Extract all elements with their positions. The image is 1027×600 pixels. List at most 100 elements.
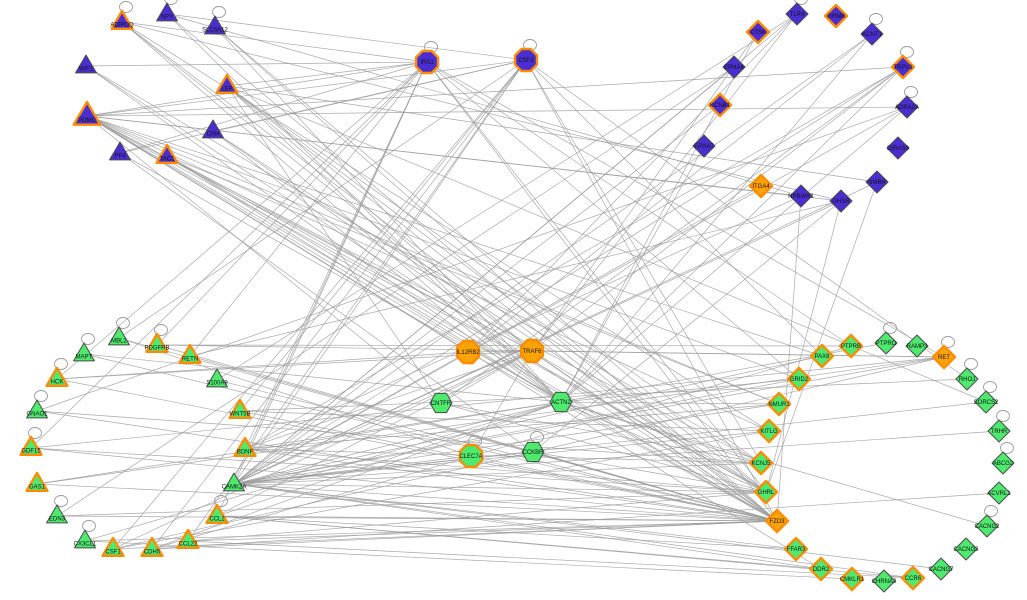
- node-group-ADRA2A[interactable]: ADRA2A: [895, 95, 919, 119]
- node-group-IRS1[interactable]: IRS1: [414, 49, 440, 75]
- node-WNT5B[interactable]: [228, 398, 252, 420]
- node-PTPRB[interactable]: [838, 333, 864, 359]
- node-DIRAS3[interactable]: [886, 136, 910, 160]
- node-KCNB1[interactable]: [707, 92, 733, 118]
- node-group-GHSR[interactable]: GHSR: [829, 189, 853, 213]
- node-group-PTPRB[interactable]: PTPRB: [838, 333, 864, 359]
- node-group-KITLG[interactable]: KITLG: [756, 418, 782, 444]
- node-ACTN2[interactable]: [549, 391, 573, 413]
- node-EDN3[interactable]: [46, 504, 68, 524]
- node-MAPT[interactable]: [73, 342, 95, 362]
- node-CACNG7[interactable]: [929, 557, 953, 581]
- node-TLR4[interactable]: [785, 2, 809, 26]
- node-group-EPHA7[interactable]: EPHA7: [692, 134, 716, 158]
- node-group-ACTN2[interactable]: ACTN2: [549, 391, 573, 413]
- node-ADRA2A[interactable]: [895, 95, 919, 119]
- node-CSF2[interactable]: [513, 47, 539, 73]
- node-PAX8[interactable]: [809, 343, 835, 369]
- node-KCNJ5[interactable]: [748, 450, 774, 476]
- node-SORCS2[interactable]: [974, 390, 998, 414]
- node-GAS1[interactable]: [25, 471, 49, 493]
- node-EPHA4[interactable]: [722, 55, 746, 79]
- node-group-WNT5B[interactable]: WNT5B: [228, 398, 252, 420]
- node-group-CSF2[interactable]: CSF2: [513, 47, 539, 73]
- node-CDH5[interactable]: [140, 536, 164, 558]
- node-group-POMC[interactable]: POMC: [72, 100, 102, 126]
- node-FFAR3[interactable]: [783, 536, 809, 562]
- node-RHOJ[interactable]: [955, 367, 979, 391]
- node-CTSK[interactable]: [745, 19, 771, 45]
- node-PF4[interactable]: [109, 141, 131, 161]
- node-group-GDF15[interactable]: GDF15: [19, 435, 43, 457]
- node-SLC6A12[interactable]: [204, 15, 226, 35]
- node-TAC1[interactable]: [155, 143, 179, 165]
- node-group-CACNG7[interactable]: CACNG7: [928, 557, 954, 581]
- node-group-TRHR[interactable]: TRHR: [987, 419, 1011, 443]
- node-group-GHRL[interactable]: GHRL: [753, 479, 779, 505]
- node-group-CNTFR[interactable]: CNTFR: [429, 392, 453, 414]
- node-group-NPBWR1[interactable]: NPBWR1: [788, 184, 814, 208]
- node-group-GNAO1[interactable]: GNAO1: [26, 399, 48, 419]
- node-group-CACNG2[interactable]: CACNG2: [974, 514, 1000, 538]
- node-CCKBR[interactable]: [521, 441, 545, 463]
- node-IL12RB2[interactable]: [455, 339, 481, 365]
- node-group-RET[interactable]: RET: [931, 344, 957, 370]
- node-group-RAMP3[interactable]: RAMP3: [905, 334, 929, 358]
- node-KCNT1[interactable]: [860, 22, 884, 46]
- node-group-EPHA4[interactable]: EPHA4: [722, 55, 746, 79]
- node-BDNF[interactable]: [233, 436, 257, 458]
- node-RETN[interactable]: [178, 343, 202, 365]
- node-group-CMKLR1[interactable]: CMKLR1: [839, 566, 865, 592]
- node-group-KCNT1[interactable]: KCNT1: [860, 22, 884, 46]
- node-group-S100A9[interactable]: S100A9: [206, 368, 228, 388]
- node-group-ITGA4[interactable]: ITGA4: [748, 173, 774, 199]
- node-CNTFR[interactable]: [429, 392, 453, 414]
- node-group-PDGFRB[interactable]: PDGFRB: [144, 332, 170, 354]
- node-RET[interactable]: [931, 344, 957, 370]
- node-CSF1[interactable]: [101, 536, 125, 558]
- node-CMKLR1[interactable]: [839, 566, 865, 592]
- node-NMUR1[interactable]: [766, 391, 792, 417]
- node-NPY[interactable]: [156, 2, 178, 22]
- node-WIF1[interactable]: [75, 54, 97, 74]
- node-S100A9[interactable]: [206, 368, 228, 388]
- node-group-CCR6[interactable]: CCR6: [900, 565, 926, 591]
- node-group-NPY[interactable]: NPY: [156, 2, 178, 22]
- node-GDF15[interactable]: [19, 435, 43, 457]
- node-group-MAPT[interactable]: MAPT: [73, 342, 95, 362]
- node-TRHR[interactable]: [987, 419, 1011, 443]
- node-group-IL12RB2[interactable]: IL12RB2: [455, 339, 481, 365]
- node-group-KCNB1[interactable]: KCNB1: [707, 92, 733, 118]
- node-TRPV1[interactable]: [890, 54, 916, 80]
- node-NMBR[interactable]: [865, 170, 889, 194]
- node-GNAO1[interactable]: [26, 399, 48, 419]
- node-POMC[interactable]: [72, 100, 102, 126]
- node-DDR2[interactable]: [808, 556, 834, 582]
- node-MBL2[interactable]: [108, 326, 130, 346]
- node-CCL2[interactable]: [205, 503, 229, 525]
- node-RAMP3[interactable]: [905, 334, 929, 358]
- node-GHRL[interactable]: [753, 479, 779, 505]
- node-group-CLEC7A[interactable]: CLEC7A: [458, 443, 484, 469]
- node-GRM8[interactable]: [823, 3, 849, 29]
- node-group-SORCS2[interactable]: SORCS2: [974, 390, 999, 414]
- node-NPBWR1[interactable]: [789, 184, 813, 208]
- node-group-ADIPOQ[interactable]: ADIPOQ: [110, 9, 134, 31]
- node-CX3CL1[interactable]: [74, 529, 96, 549]
- node-CAMK2A[interactable]: [223, 472, 245, 492]
- node-group-CACNG3[interactable]: CACNG3: [953, 537, 979, 561]
- node-group-CX3CL1[interactable]: CX3CL1: [74, 529, 97, 549]
- node-group-NMBR[interactable]: NMBR: [865, 170, 889, 194]
- node-EPHA7[interactable]: [692, 134, 716, 158]
- node-PDGFRB[interactable]: [145, 332, 169, 354]
- node-LEP[interactable]: [215, 73, 239, 95]
- node-KITLG[interactable]: [756, 418, 782, 444]
- node-CLEC7A[interactable]: [458, 443, 484, 469]
- node-ITGA4[interactable]: [748, 173, 774, 199]
- node-CRH[interactable]: [202, 119, 224, 139]
- node-group-DDR2[interactable]: DDR2: [808, 556, 834, 582]
- node-group-TAC1[interactable]: TAC1: [155, 143, 179, 165]
- node-group-DIRAS3[interactable]: DIRAS3: [886, 136, 910, 160]
- node-group-KCNJ5[interactable]: KCNJ5: [748, 450, 774, 476]
- node-group-MBL2[interactable]: MBL2: [108, 326, 130, 346]
